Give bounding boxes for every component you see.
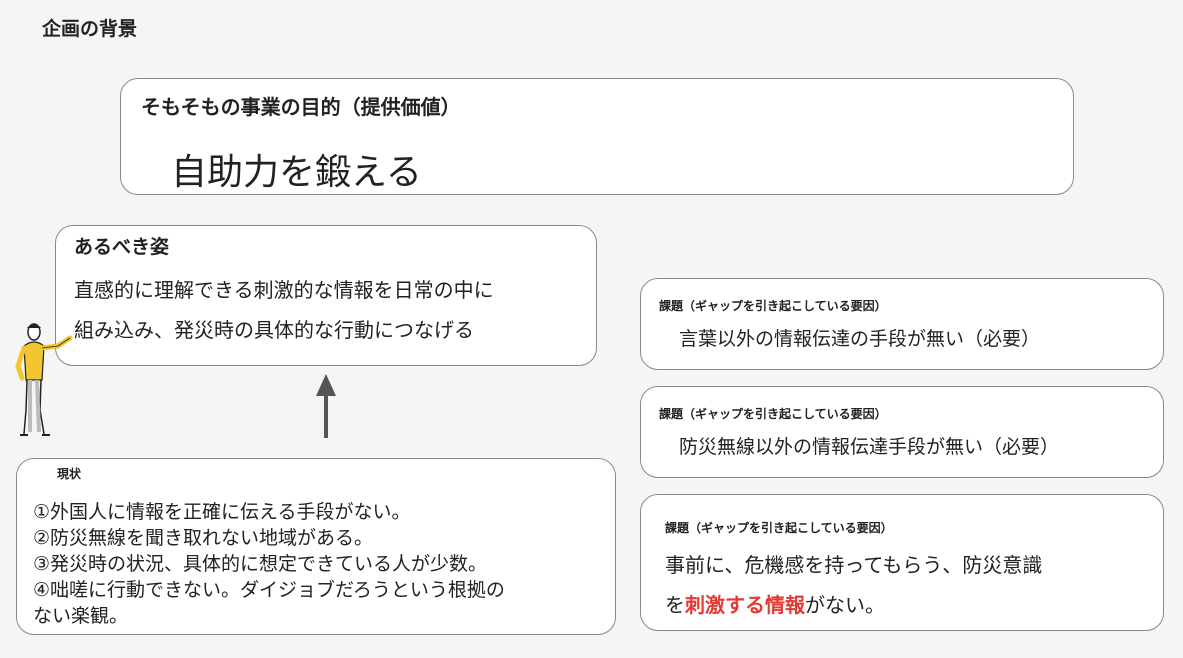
page-title: 企画の背景: [42, 18, 138, 40]
current-box: 現状 ①外国人に情報を正確に伝える手段がない。 ②防災無線を聞き取れない地域があ…: [16, 458, 616, 635]
issue-text: 防災無線以外の情報伝達手段が無い（必要）: [679, 436, 1060, 458]
issue-box: 課題（ギャップを引き起こしている要因） 言葉以外の情報伝達の手段が無い（必要）: [640, 278, 1164, 370]
current-heading: 現状: [57, 467, 82, 481]
current-line: ③発災時の状況、具体的に想定できている人が少数。: [33, 553, 488, 575]
highlight-text: 刺激する情報: [685, 593, 805, 617]
issue-box: 課題（ギャップを引き起こしている要因） 防災無線以外の情報伝達手段が無い（必要）: [640, 386, 1164, 478]
current-line: ない楽観。: [33, 605, 129, 627]
issue-text-post: がない。: [805, 593, 885, 617]
issue-box: 課題（ギャップを引き起こしている要因） 事前に、危機感を持ってもらう、防災意識 …: [640, 494, 1164, 631]
purpose-value: 自助力を鍛える: [171, 152, 422, 193]
ideal-line: 組み込み、発災時の具体的な行動につなげる: [74, 318, 474, 342]
current-line: ②防災無線を聞き取れない地域がある。: [33, 527, 374, 549]
issue-text-line2: を刺激する情報がない。: [665, 589, 885, 618]
up-arrow-icon: [316, 374, 336, 438]
issue-label: 課題（ギャップを引き起こしている要因）: [665, 521, 893, 535]
ideal-box: あるべき姿 直感的に理解できる刺激的な情報を日常の中に 組み込み、発災時の具体的…: [55, 225, 597, 366]
issue-text: 事前に、危機感を持ってもらう、防災意識: [665, 553, 1043, 577]
ideal-line: 直感的に理解できる刺激的な情報を日常の中に: [74, 278, 494, 302]
presenter-figure-icon: [15, 323, 73, 436]
issue-text-pre: を: [665, 593, 685, 617]
current-line: ①外国人に情報を正確に伝える手段がない。: [33, 501, 411, 523]
issue-label: 課題（ギャップを引き起こしている要因）: [659, 299, 887, 313]
current-line: ④咄嗟に行動できない。ダイジョブだろうという根拠の: [33, 579, 505, 601]
issue-label: 課題（ギャップを引き起こしている要因）: [659, 407, 887, 421]
purpose-heading: そもそもの事業の目的（提供価値）: [141, 95, 461, 119]
issue-text: 言葉以外の情報伝達の手段が無い（必要）: [679, 328, 1041, 350]
purpose-box: そもそもの事業の目的（提供価値） 自助力を鍛える: [120, 78, 1074, 195]
ideal-heading: あるべき姿: [74, 236, 170, 258]
